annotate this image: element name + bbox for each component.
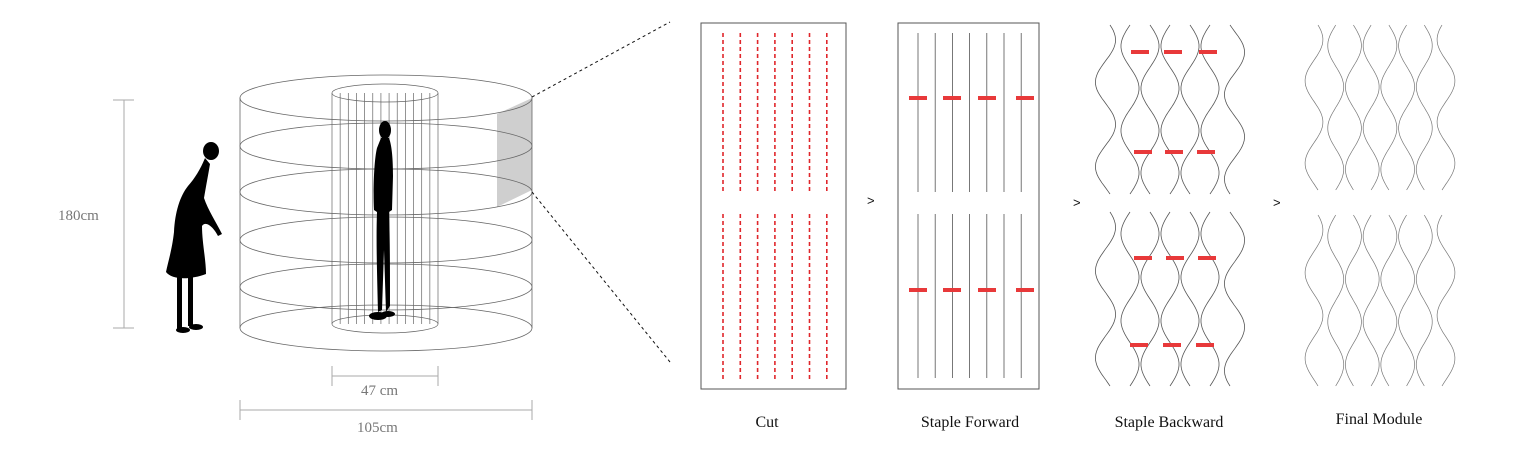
staple: [1196, 343, 1214, 347]
staple: [1016, 288, 1034, 292]
mesh-strand: [1200, 211, 1220, 387]
mesh-strand: [1180, 211, 1200, 387]
height-dimension: [113, 99, 134, 329]
mesh-strand: [1398, 24, 1415, 191]
mesh-strand: [1415, 24, 1433, 191]
step-label-staple-forward: Staple Forward: [921, 414, 1019, 431]
staples-forward: [909, 96, 1034, 292]
staple: [1199, 50, 1217, 54]
mesh-strand: [1436, 24, 1456, 191]
step-separator-3: >: [1273, 195, 1281, 210]
step-label-staple-backward: Staple Backward: [1115, 414, 1224, 431]
step-separator-1: >: [867, 193, 875, 208]
mesh-strand: [1345, 214, 1362, 387]
staple: [1166, 256, 1184, 260]
mesh-strand: [1140, 24, 1160, 195]
mesh-strand: [1095, 24, 1116, 195]
outer-diameter-label: 105cm: [357, 420, 398, 436]
staple: [1164, 50, 1182, 54]
final-module-panel: [1304, 24, 1456, 387]
mesh-strand: [1362, 24, 1380, 191]
staple: [1016, 96, 1034, 100]
zoom-lines: [531, 21, 671, 363]
staple: [1134, 150, 1152, 154]
staple: [943, 288, 961, 292]
staple: [978, 288, 996, 292]
mesh-strand: [1160, 211, 1180, 387]
staple: [1134, 256, 1152, 260]
mesh-strand: [1120, 211, 1140, 387]
person-inside-silhouette: [369, 121, 395, 320]
mesh-strand: [1380, 214, 1398, 387]
mesh-strand: [1327, 214, 1345, 387]
staple: [909, 288, 927, 292]
person-outside-silhouette: [166, 142, 222, 333]
mesh-strand: [1140, 211, 1160, 387]
staples-backward: [1130, 50, 1217, 347]
staple: [909, 96, 927, 100]
step-separator-2: >: [1073, 195, 1081, 210]
staple: [1165, 150, 1183, 154]
mesh-strand: [1160, 24, 1180, 195]
staple: [943, 96, 961, 100]
mesh-strand: [1380, 24, 1398, 191]
mesh-strand: [1180, 24, 1200, 195]
step-label-cut: Cut: [755, 414, 779, 431]
outer-diameter-dimension: [239, 400, 533, 420]
mesh-strand: [1224, 24, 1245, 195]
staple: [1130, 343, 1148, 347]
staple-forward-panel: [897, 22, 1040, 390]
staple: [1197, 150, 1215, 154]
staple: [978, 96, 996, 100]
mesh-strand: [1362, 214, 1380, 387]
mesh-strand: [1304, 214, 1324, 387]
staple-backward-panel: [1095, 24, 1245, 387]
mesh-strand: [1095, 211, 1116, 387]
inner-diameter-label: 47 cm: [361, 383, 398, 399]
mesh-strand: [1415, 214, 1433, 387]
height-label: 180cm: [58, 208, 99, 224]
staple: [1163, 343, 1181, 347]
mesh-strand: [1345, 24, 1362, 191]
staple: [1131, 50, 1149, 54]
step-label-final-module: Final Module: [1336, 411, 1423, 428]
inner-diameter-dimension: [331, 366, 439, 386]
mesh-strand: [1304, 24, 1324, 191]
highlighted-panel: [497, 98, 532, 207]
cut-lines: [722, 33, 828, 382]
mesh-strand: [1224, 211, 1245, 387]
mesh-strand: [1436, 214, 1456, 387]
mesh-strand: [1120, 24, 1140, 195]
mesh-strand: [1398, 214, 1415, 387]
mesh-strand: [1327, 24, 1345, 191]
staple: [1198, 256, 1216, 260]
cut-panel: [700, 22, 847, 390]
